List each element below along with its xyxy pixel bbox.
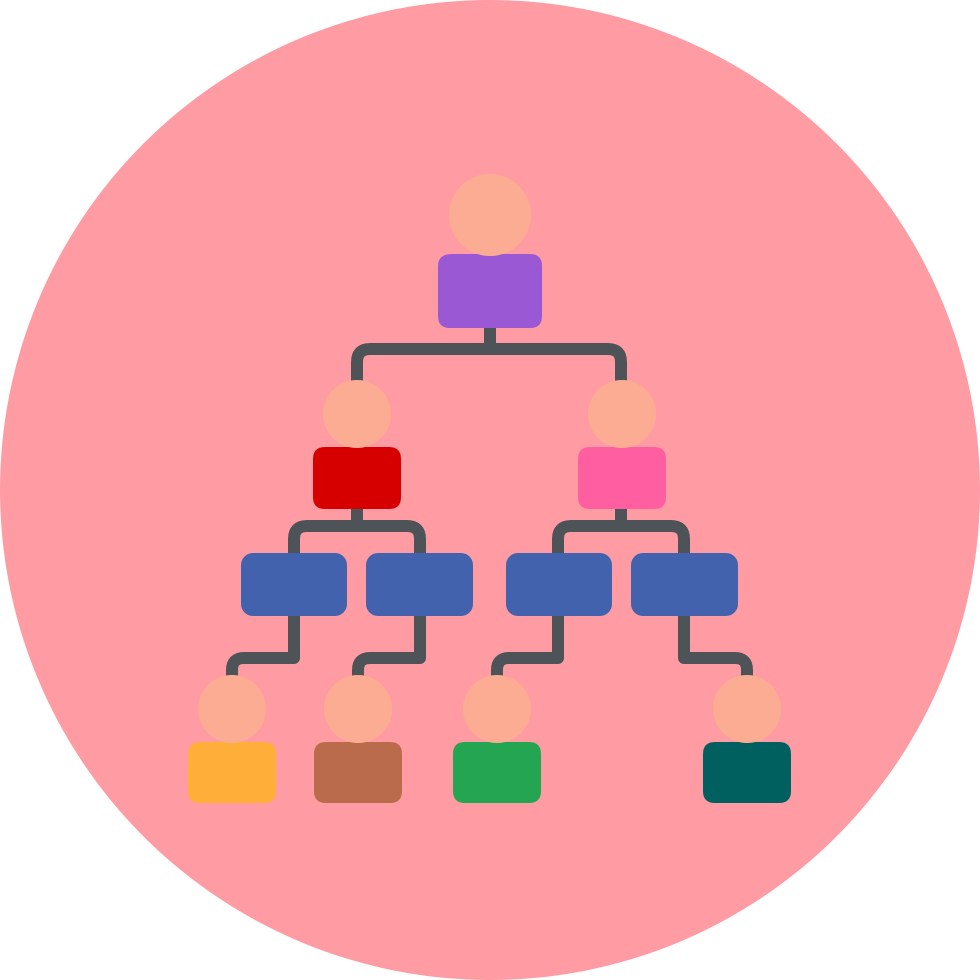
person-body-icon: [188, 742, 276, 803]
right-manager-person-icon: [578, 380, 666, 509]
person-head-icon: [198, 675, 266, 743]
leaf-person-2-icon: [314, 675, 402, 803]
person-head-icon: [449, 174, 531, 256]
person-body-icon: [313, 447, 401, 509]
department-box-icon: [241, 553, 347, 616]
left-manager-person-icon: [313, 380, 401, 509]
person-head-icon: [588, 380, 656, 448]
department-box-icon: [506, 553, 612, 616]
person-body-icon: [578, 447, 666, 509]
person-body-icon: [314, 742, 402, 803]
leaf-person-4-icon: [703, 675, 791, 803]
connector-leaf-1-icon: [226, 612, 300, 684]
person-body-icon: [703, 742, 791, 803]
leaf-person-3-icon: [453, 675, 541, 803]
connector-leaf-2-icon: [352, 612, 426, 684]
department-box-icon: [366, 553, 473, 616]
person-head-icon: [463, 675, 531, 743]
person-head-icon: [324, 675, 392, 743]
leaf-person-1-icon: [188, 675, 276, 803]
root-person-icon: [438, 174, 542, 328]
connector-leaf-4-icon: [678, 612, 753, 684]
person-body-icon: [438, 254, 542, 328]
person-body-icon: [453, 742, 541, 803]
person-head-icon: [713, 675, 781, 743]
department-boxes: [241, 553, 738, 616]
department-box-icon: [631, 553, 738, 616]
connector-leaf-3-icon: [491, 612, 564, 684]
person-head-icon: [323, 380, 391, 448]
